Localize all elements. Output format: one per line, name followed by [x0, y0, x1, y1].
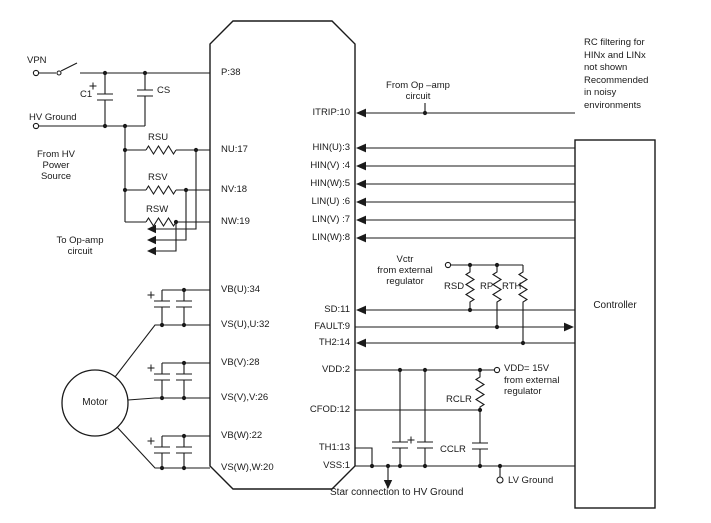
bootstrap-cap-v2: [176, 363, 192, 398]
star-connection-note: Star connection to HV Ground: [330, 487, 464, 498]
bootstrap-w-plus: [147, 437, 155, 445]
pin-hinw5: HIN(W):5: [310, 178, 350, 189]
pin-hinv4: HIN(V) :4: [310, 160, 350, 171]
terminal-circles: [32, 69, 504, 484]
motor-lead-u: [114, 324, 210, 378]
lv-ground-label: LV Ground: [508, 475, 554, 486]
rp-resistor: [491, 265, 503, 327]
vdd-terminal: [493, 366, 501, 374]
pin-fault9: FAULT:9: [314, 321, 350, 332]
switch-blade: [60, 62, 78, 72]
opamp-tap-w: [156, 222, 177, 252]
rsv-resistor: [145, 184, 177, 196]
cs-label: CS: [157, 85, 171, 96]
bootstrap-v-plus: [147, 364, 155, 372]
polarity-marks: [89, 82, 415, 445]
bootstrap-cap-w2: [176, 436, 192, 468]
rth-resistor: [517, 265, 529, 343]
c1-plus: [89, 82, 97, 90]
rth-label: RTH: [502, 281, 522, 292]
pin-cfod12: CFOD:12: [309, 404, 350, 415]
pin-hinu3: HIN(U):3: [312, 142, 350, 153]
pin-nv18: NV:18: [221, 184, 248, 195]
bootstrap-cap-u2: [176, 290, 192, 325]
vpn-label: VPN: [27, 55, 47, 66]
rsv-label: RSV: [148, 172, 168, 183]
motor-lead-w: [116, 426, 210, 469]
rsw-resistor: [145, 216, 177, 228]
pin-vss1: VSS:1: [323, 460, 350, 471]
pin-nu17: NU:17: [221, 144, 248, 155]
hv-ground-terminal: [32, 122, 40, 130]
switch-pivot: [56, 70, 62, 76]
rsu-resistor: [145, 144, 177, 156]
bootstrap-u-plus: [147, 291, 155, 299]
rclr-label: RCLR: [446, 394, 472, 405]
vdd-cap-1: [392, 370, 408, 466]
hv-ground-label: HV Ground: [29, 112, 77, 123]
cclr-label: CCLR: [440, 444, 466, 455]
arrowheads: [147, 108, 574, 489]
rc-filtering-note: RC filtering for HINx and LINx not shown…: [584, 37, 649, 111]
motor-lead-v: [127, 397, 210, 401]
rp-label: RP: [480, 281, 494, 292]
lv-ground-terminal: [496, 476, 504, 484]
motor-label: Motor: [82, 397, 108, 408]
opamp-tap-v: [156, 190, 187, 241]
pin-vbv28: VB(V):28: [221, 357, 260, 368]
th1-wire: [355, 447, 373, 466]
to-opamp-label: To Op-amp circuit: [56, 235, 104, 257]
pin-vsw20: VS(W),W:20: [221, 462, 274, 473]
from-hv-power-label: From HV Power Source: [37, 149, 75, 182]
pin-th214: TH2:14: [318, 337, 350, 348]
vctr-terminal: [444, 261, 452, 269]
pin-linw8: LIN(W):8: [312, 232, 350, 243]
pin-th113: TH1:13: [318, 442, 350, 453]
pin-p38: P:38: [221, 67, 241, 78]
pin-sd11: SD:11: [324, 304, 350, 315]
controller-label: Controller: [593, 300, 637, 311]
vdd-note: VDD= 15V from external regulator: [504, 363, 560, 397]
junction-dots: [102, 70, 526, 471]
vdd-cap-plus: [407, 436, 415, 444]
c1-capacitor: [97, 73, 113, 126]
cs-capacitor: [137, 73, 153, 126]
rclr-resistor: [474, 370, 486, 410]
pin-nw19: NW:19: [221, 216, 250, 227]
pin-vsv26: VS(V),V:26: [221, 392, 269, 403]
pin-vbw22: VB(W):22: [221, 430, 263, 441]
pin-linv7: LIN(V) :7: [311, 214, 350, 225]
bootstrap-cap-v1: [154, 363, 170, 398]
pin-linu6: LIN(U) :6: [311, 196, 350, 207]
vpn-terminal: [32, 69, 40, 77]
rsw-label: RSW: [146, 204, 169, 215]
opamp-tap-u: [156, 150, 197, 230]
ic-outline: [209, 20, 356, 490]
rsd-label: RSD: [444, 281, 465, 292]
bootstrap-cap-u1: [154, 290, 170, 325]
vdd-cap-2: [417, 370, 433, 466]
pin-vbu34: VB(U):34: [221, 284, 261, 295]
rsu-label: RSU: [148, 132, 169, 143]
c1-label: C1: [80, 89, 93, 100]
from-opamp-label: From Op –amp circuit: [386, 80, 450, 102]
motor-circle: [61, 369, 129, 437]
bootstrap-cap-w1: [154, 436, 170, 468]
pin-itrip10: ITRIP:10: [312, 107, 351, 118]
pin-vsu32: VS(U),U:32: [221, 319, 270, 330]
cclr-capacitor: [472, 410, 488, 466]
rsd-resistor: [464, 265, 476, 310]
vctr-label: Vctr from external regulator: [377, 254, 433, 287]
pin-vdd2: VDD:2: [322, 364, 350, 375]
controller-box: [574, 139, 656, 509]
